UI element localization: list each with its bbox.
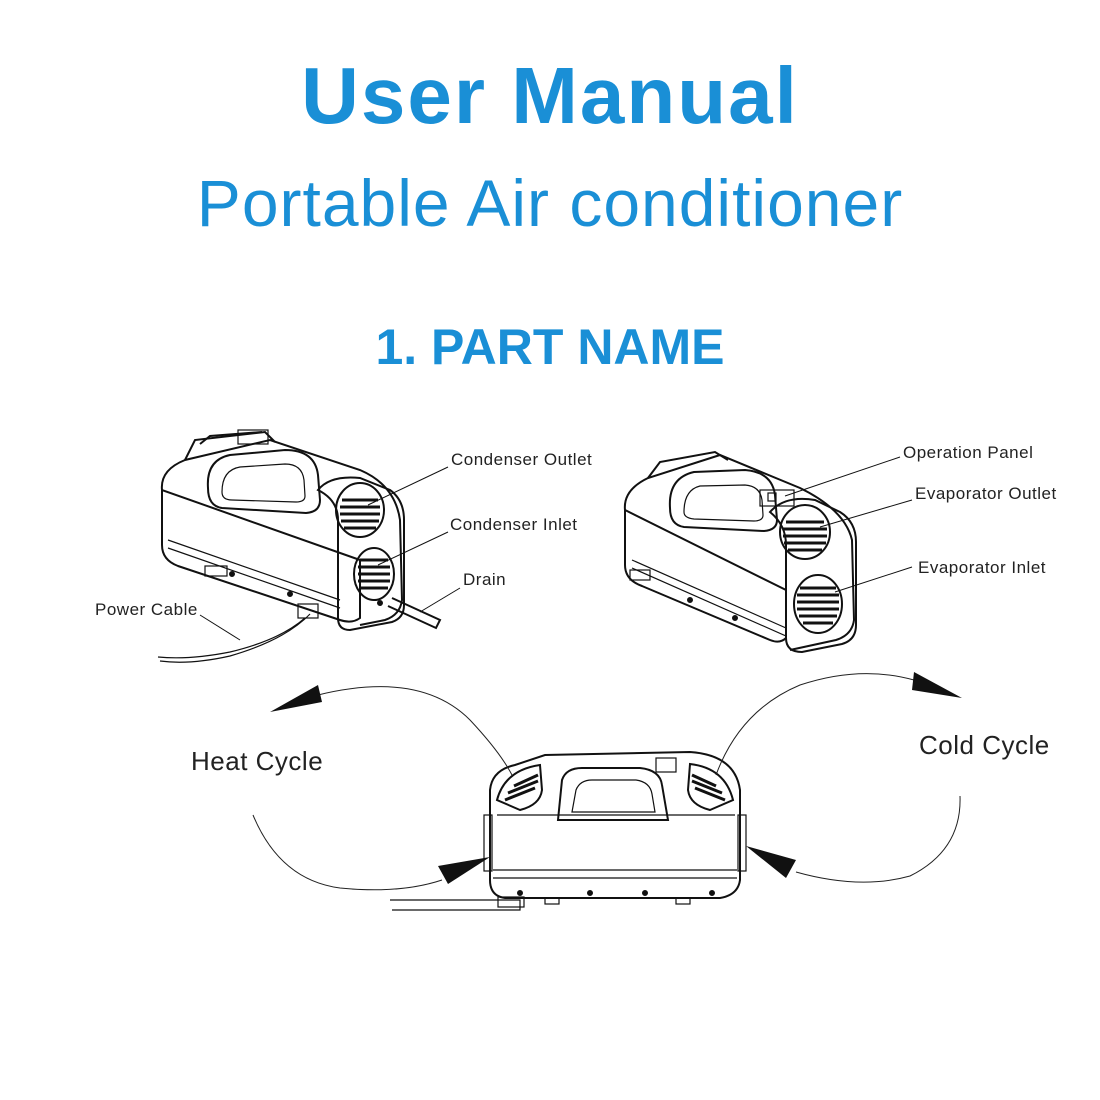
cold-cycle-arrows [715, 672, 962, 883]
section-heading: 1. PART NAME [375, 319, 725, 375]
condenser-outlet-grille [340, 498, 380, 530]
cold-side-grille [691, 773, 726, 802]
label-evaporator-inlet: Evaporator Inlet [918, 558, 1047, 577]
label-heat-cycle: Heat Cycle [191, 746, 324, 776]
left-unit-illustration [157, 429, 442, 663]
bottom-unit-illustration [390, 750, 747, 911]
label-condenser-inlet: Condenser Inlet [450, 515, 578, 534]
label-evaporator-outlet: Evaporator Outlet [915, 484, 1057, 503]
page-title: User Manual [301, 51, 799, 140]
evaporator-outlet-grille [783, 520, 827, 552]
right-unit-illustration [623, 450, 857, 654]
page-subtitle: Portable Air conditioner [196, 166, 904, 240]
label-cold-cycle: Cold Cycle [919, 730, 1050, 760]
label-operation-panel: Operation Panel [903, 443, 1034, 462]
heat-side-grille [504, 773, 539, 802]
label-power-cable: Power Cable [95, 600, 198, 619]
condenser-inlet-grille [358, 558, 390, 590]
heat-cycle-arrows [252, 685, 513, 891]
label-condenser-outlet: Condenser Outlet [451, 450, 593, 469]
evaporator-inlet-grille [797, 586, 839, 625]
label-drain: Drain [463, 570, 507, 589]
